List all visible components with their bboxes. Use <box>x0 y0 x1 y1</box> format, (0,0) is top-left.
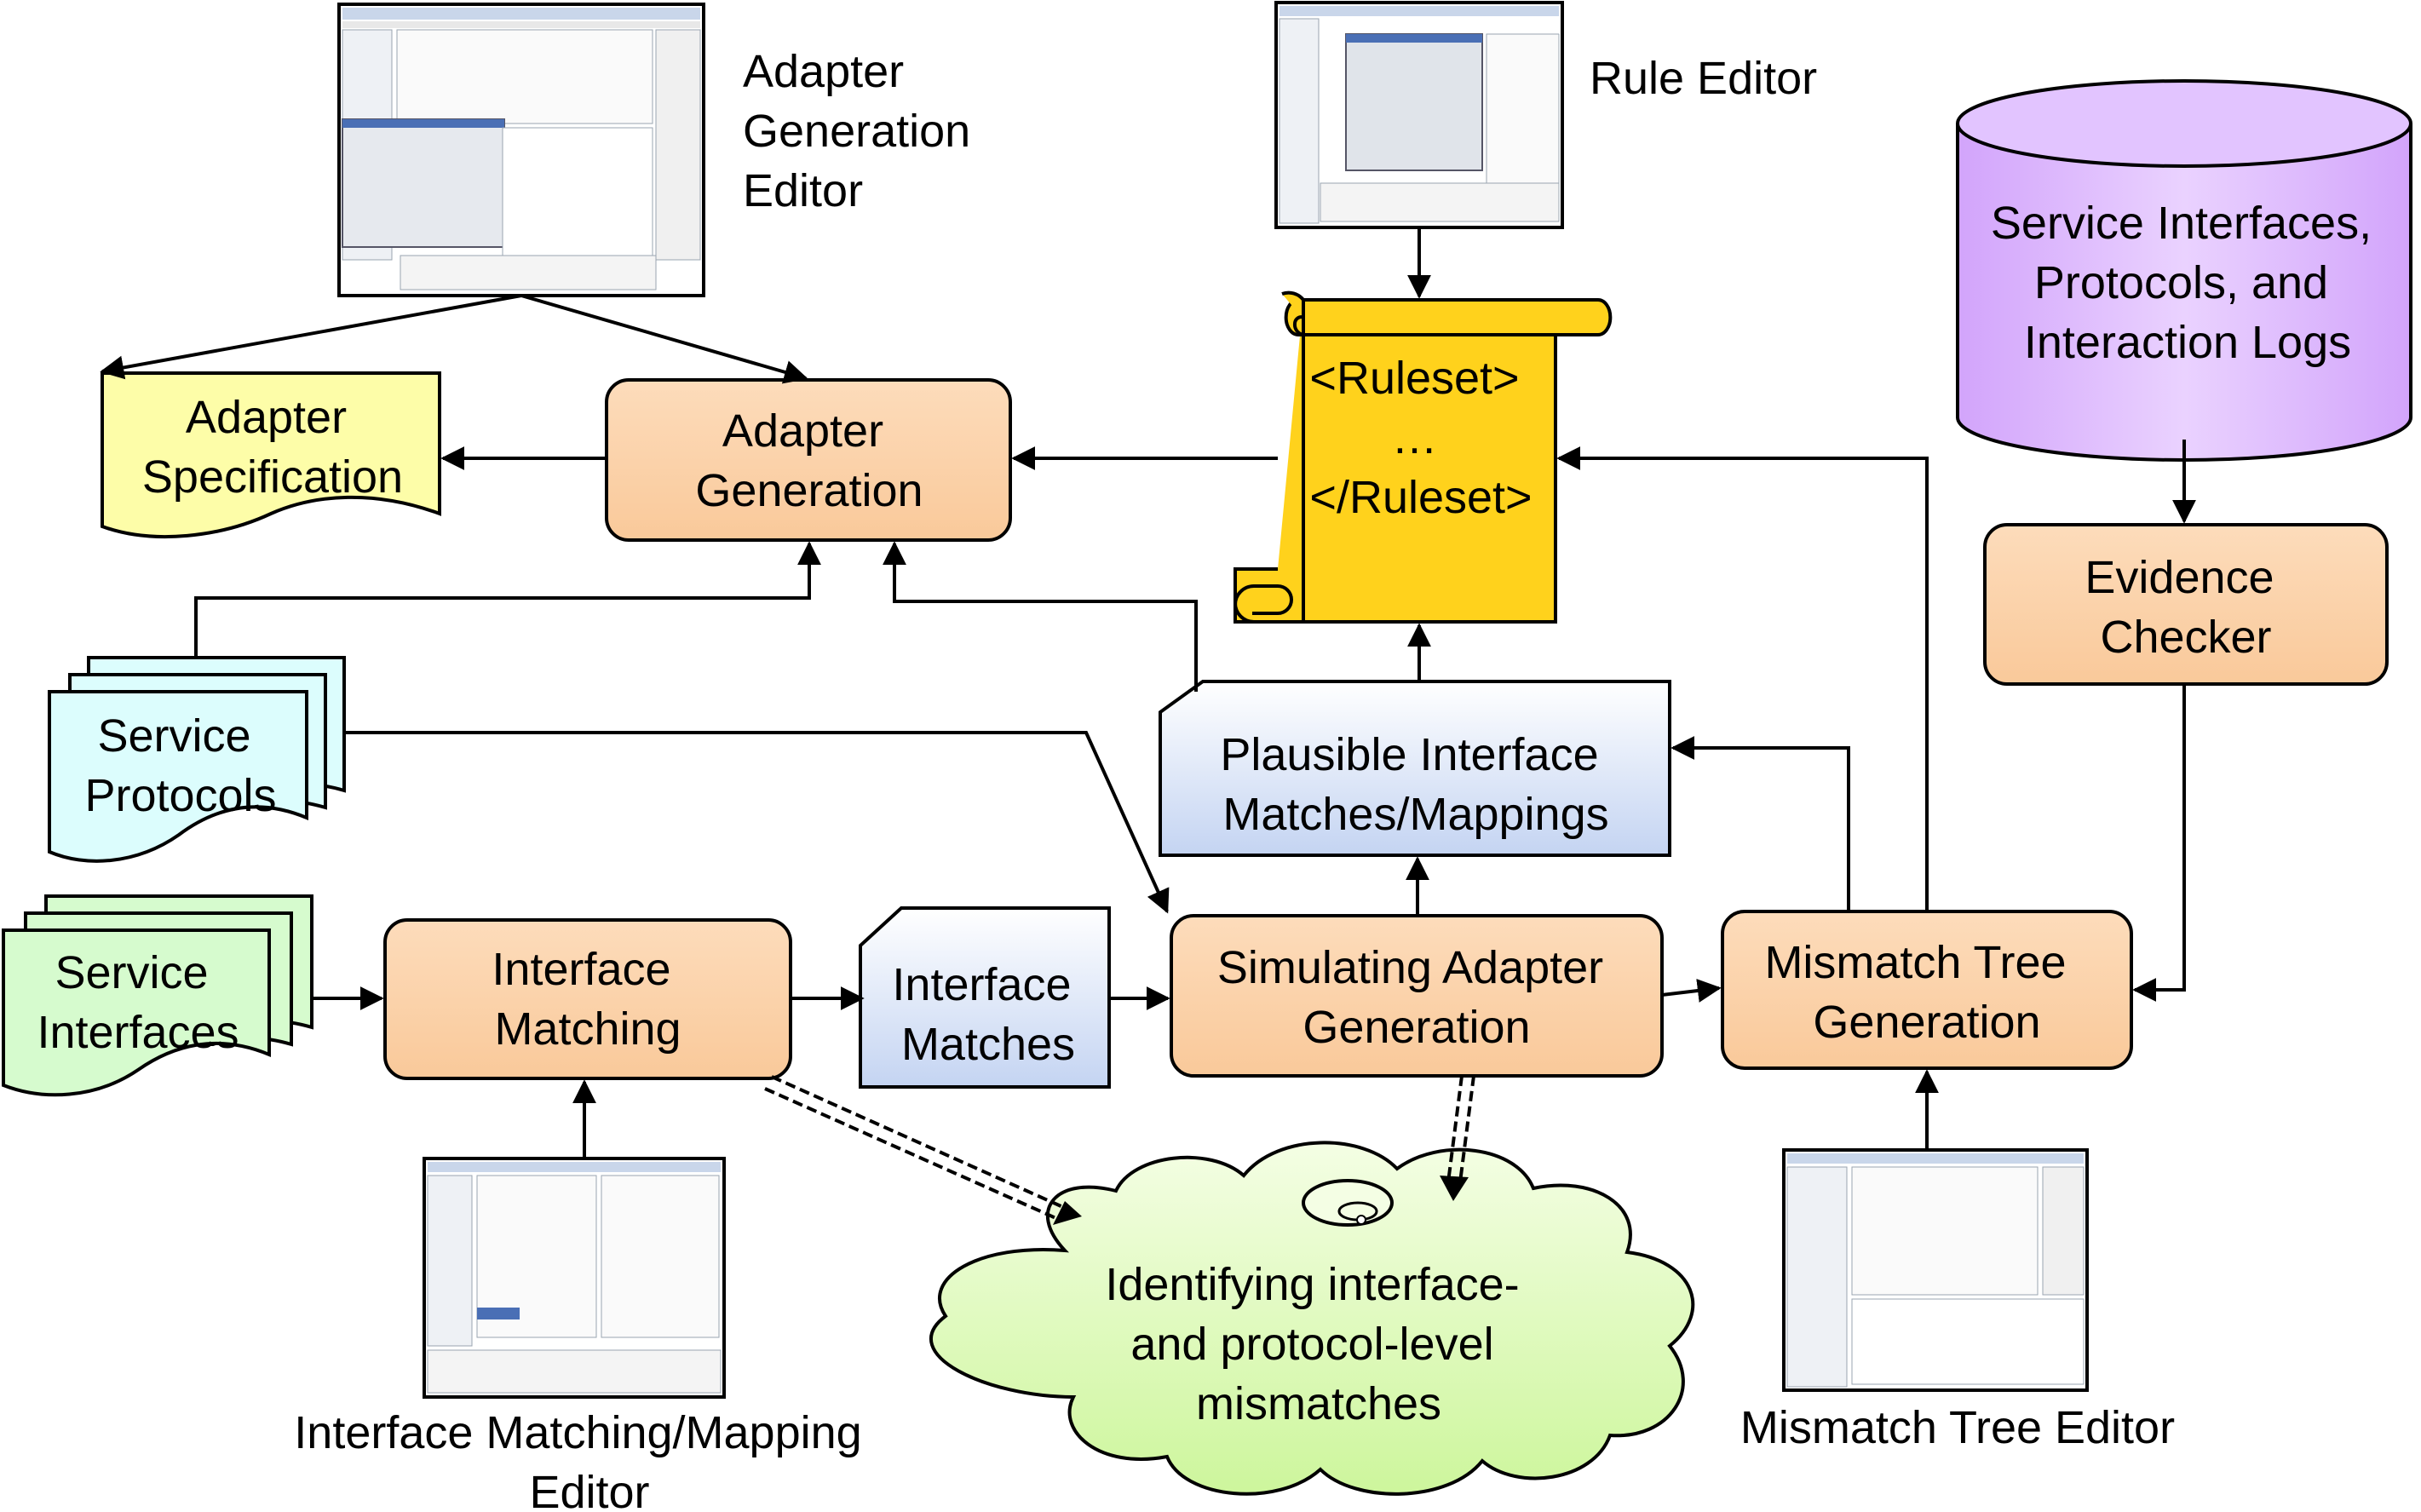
adapter-generation-editor-label: Adapter Generation Editor <box>743 46 983 216</box>
ruleset-label: <Ruleset> … </Ruleset> <box>1309 353 1532 523</box>
adapter-generation-editor-screenshot <box>337 3 705 297</box>
dash-arrowhead-right <box>1440 1176 1469 1201</box>
mismatch-tree-editor-screenshot <box>1782 1148 2089 1392</box>
adapter-specification-shape <box>101 371 441 538</box>
ruleset-scroll <box>1234 290 1613 624</box>
interface-matches-card <box>859 906 1111 1089</box>
mismatch-tree-editor-label: Mismatch Tree Editor <box>1740 1402 2175 1453</box>
simulating-adapter-label: Simulating Adapter Generation <box>1217 942 1616 1053</box>
rule-editor-screenshot <box>1274 1 1564 229</box>
plausible-matches-label: Plausible Interface Matches/Mappings <box>1220 729 1611 840</box>
plausible-matches-card <box>1159 680 1671 857</box>
mismatch-tree-generation-label: Mismatch Tree Generation <box>1764 937 2079 1048</box>
mismatches-cloud <box>929 1141 1695 1496</box>
rule-editor-label: Rule Editor <box>1590 53 1817 104</box>
connectors <box>100 227 2196 1158</box>
database-label: Service Interfaces, Protocols, and Inter… <box>1991 198 2384 368</box>
database-cylinder <box>1956 79 2412 462</box>
adapter-generation-label: Adapter Generation <box>695 405 923 516</box>
adapter-specification-label: Adapter Specification <box>142 392 403 503</box>
service-protocols-label: Service Protocols <box>84 710 276 821</box>
mismatches-cloud-label: Identifying interface- and protocol-leve… <box>1105 1259 1532 1429</box>
dash-arrowhead-left <box>1053 1201 1082 1225</box>
interface-matching-label: Interface Matching <box>492 944 683 1055</box>
service-interfaces-label: Service Interfaces <box>37 947 239 1058</box>
service-interfaces-stack <box>1 894 313 1097</box>
interface-matches-label: Interface Matches <box>892 959 1084 1070</box>
dashed-connectors <box>764 1075 1475 1222</box>
interface-mapping-editor-label: Interface Matching/Mapping Editor <box>294 1407 874 1512</box>
interface-mapping-editor-screenshot <box>423 1157 726 1399</box>
service-protocols-stack <box>48 656 346 863</box>
evidence-checker-label: Evidence Checker <box>2085 552 2286 663</box>
